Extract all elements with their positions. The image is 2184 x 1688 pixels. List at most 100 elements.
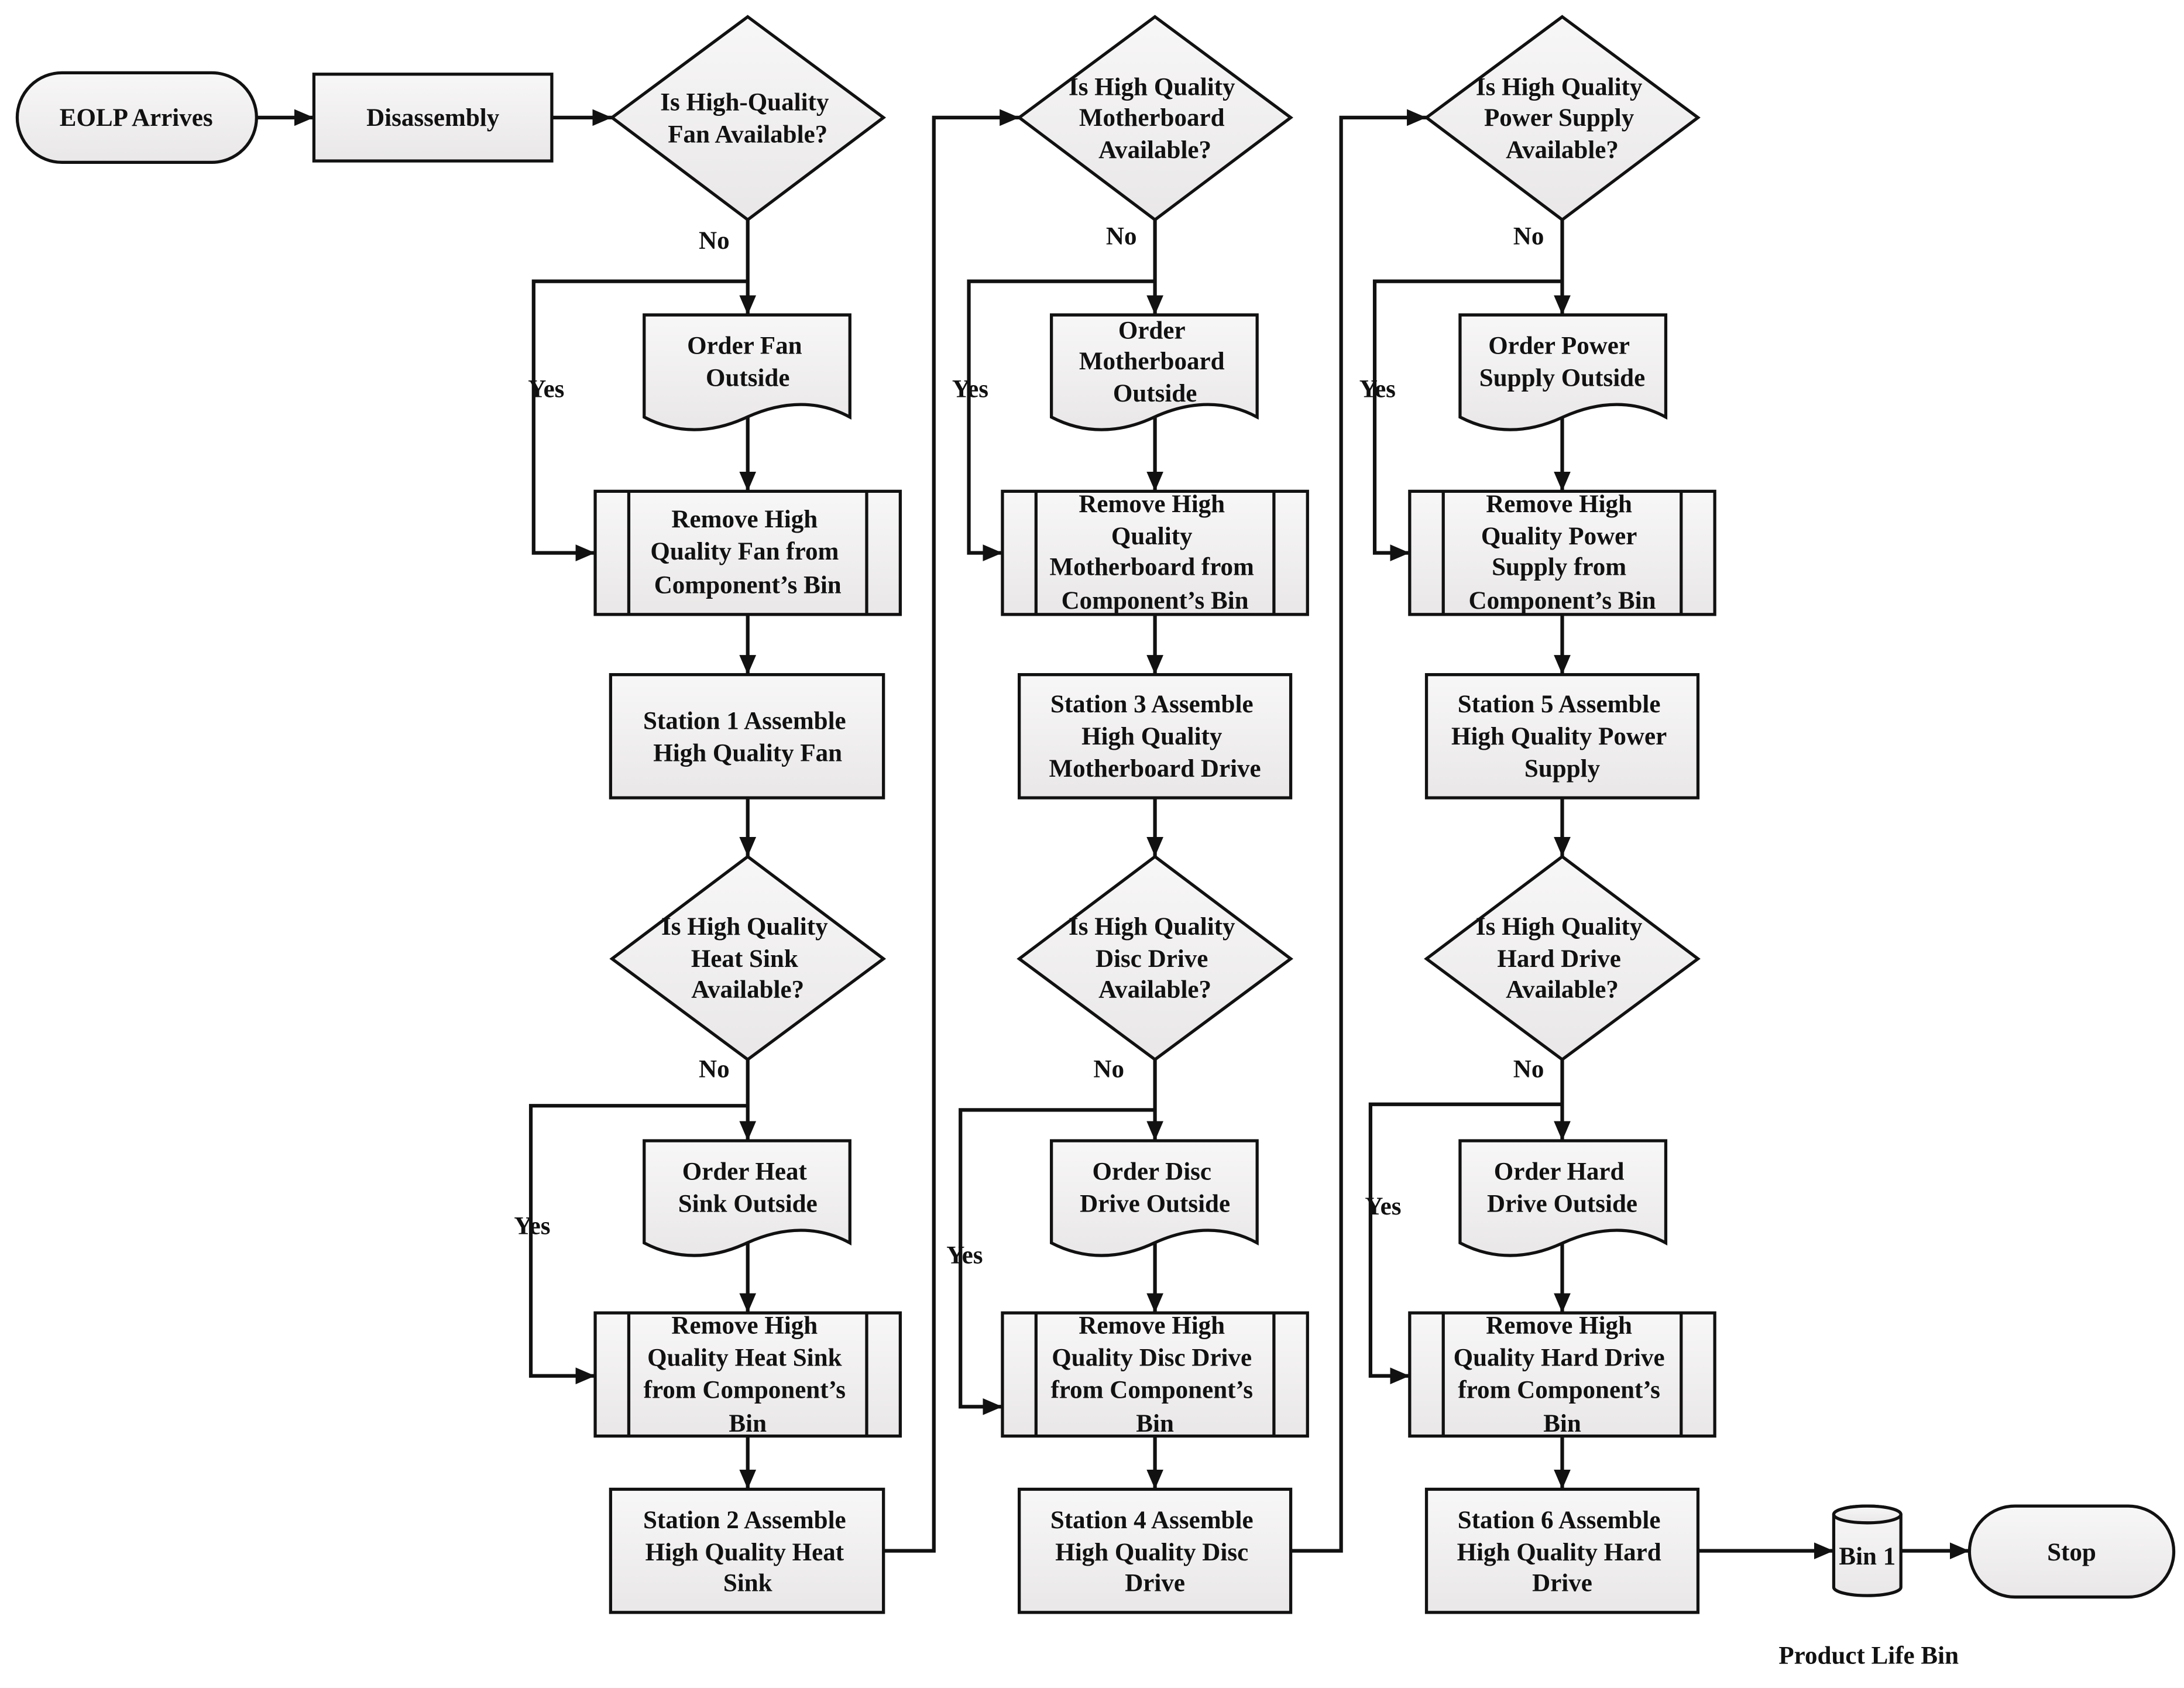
label-line: Order Power <box>1488 332 1630 359</box>
document-shape <box>1050 313 1259 431</box>
label-line: Supply <box>1524 754 1601 782</box>
label-line: Quality Hard Drive <box>1454 1344 1665 1371</box>
decision-diamond <box>1017 855 1293 1062</box>
power-supply-remove-predefined-process: Remove High Quality Power Supply from Co… <box>1408 489 1716 616</box>
predefined-process-shape <box>1408 1311 1716 1438</box>
label-line: Quality <box>1111 522 1193 550</box>
heat-sink-order-label: Order Heat Sink Outside <box>678 1158 818 1217</box>
station-5-process: Station 5 Assemble High Quality Power Su… <box>1424 673 1700 800</box>
station-4-process: Station 4 Assemble High Quality Disc Dri… <box>1018 1487 1293 1614</box>
no-label: No <box>1513 223 1544 251</box>
yes-branch-connector <box>1368 1102 1563 1385</box>
hard-drive-remove-predefined-process: Remove High Quality Hard Drive from Comp… <box>1408 1311 1716 1438</box>
decision-diamond <box>1424 15 1701 222</box>
label-line: Quality Disc Drive <box>1052 1344 1252 1371</box>
label-line: High Quality Power <box>1451 722 1667 750</box>
heat-sink-remove-label: Remove High Quality Heat Sink from Compo… <box>644 1312 852 1437</box>
stop-terminal: Stop <box>1967 1504 2176 1599</box>
label-line: Remove High <box>1486 1312 1632 1339</box>
document-shape <box>1458 313 1668 431</box>
label-line: Quality Fan from <box>650 538 839 565</box>
yes-branch-connector <box>967 279 1155 561</box>
bin-1-label: Bin 1 <box>1839 1543 1895 1570</box>
label-line: Component’s Bin <box>654 571 842 599</box>
fan-remove-predefined-process: Remove High Quality Fan from Component’s… <box>593 489 902 616</box>
bin-1-storage: Bin 1 <box>1832 1504 1903 1597</box>
decision-diamond <box>1424 855 1701 1062</box>
disassembly-label: Disassembly <box>366 104 500 131</box>
heat-sink-order-document: Order Heat Sink Outside <box>643 1139 851 1257</box>
motherboard-decision-label: Is High Quality Motherboard Available? <box>1069 73 1241 164</box>
motherboard-remove-label: Remove High Quality Motherboard from Com… <box>1050 490 1261 614</box>
connectors <box>256 109 1970 1559</box>
label-line: Drive Outside <box>1080 1190 1230 1217</box>
decision-diamond <box>1017 15 1293 222</box>
start-terminal-label: EOLP Arrives <box>60 104 213 131</box>
label-line: Supply from <box>1492 553 1626 581</box>
station-2-process: Station 2 Assemble High Quality Heat Sin… <box>609 1487 885 1614</box>
label-line: Remove High <box>1486 490 1632 517</box>
label-line: Outside <box>706 364 789 392</box>
label-line: Is High-Quality <box>660 88 829 116</box>
label-line: High Quality Fan <box>653 739 842 767</box>
predefined-process-shape <box>593 1311 902 1438</box>
label-line: Bin <box>1543 1410 1581 1437</box>
fan-order-document: Order Fan Outside <box>643 313 851 431</box>
disc-drive-order-document: Order Disc Drive Outside <box>1050 1139 1259 1257</box>
disc-drive-decision-label: Is High Quality Disc Drive Available? <box>1069 913 1241 1004</box>
motherboard-order-document: Order Motherboard Outside <box>1050 313 1259 431</box>
label-line: Available? <box>1098 976 1211 1003</box>
yes-label: Yes <box>952 375 988 403</box>
label-line: Available? <box>691 976 804 1003</box>
hard-drive-order-label: Order Hard Drive Outside <box>1487 1158 1637 1217</box>
yes-label: Yes <box>1365 1193 1401 1220</box>
hard-drive-decision-label: Is High Quality Hard Drive Available? <box>1476 913 1649 1004</box>
label-line: Sink Outside <box>678 1190 818 1217</box>
label-line: Remove High <box>1079 490 1225 517</box>
station-6-process: Station 6 Assemble High Quality Hard Dri… <box>1424 1487 1700 1614</box>
fan-decision-label: Is High-Quality Fan Available? <box>660 88 835 148</box>
column-link-connector <box>883 109 1019 1553</box>
power-supply-remove-label: Remove High Quality Power Supply from Co… <box>1468 490 1656 614</box>
column-link-connector <box>1290 109 1427 1553</box>
yes-branch-connector <box>959 1108 1155 1415</box>
predefined-process-shape <box>1408 489 1716 616</box>
label-line: Component’s Bin <box>1062 586 1249 614</box>
no-label: No <box>699 227 730 255</box>
motherboard-order-label: Order Motherboard Outside <box>1079 317 1231 407</box>
label-line: Station 1 Assemble <box>643 707 846 735</box>
label-line: Available? <box>1098 136 1211 163</box>
power-supply-order-label: Order Power Supply Outside <box>1479 332 1645 392</box>
hard-drive-decision: Is High Quality Hard Drive Available? <box>1424 855 1701 1062</box>
edge-labels: No Yes No Yes No Yes No Yes No Yes No Ye… <box>514 223 1544 1270</box>
label-line: Bin <box>729 1410 767 1437</box>
yes-branch-connector <box>531 279 748 561</box>
label-line: Drive <box>1125 1569 1185 1597</box>
no-label: No <box>1093 1056 1124 1083</box>
label-line: Remove High <box>671 506 818 533</box>
label-line: High Quality Disc <box>1055 1539 1248 1566</box>
label-line: Drive Outside <box>1487 1190 1637 1217</box>
fan-decision: Is High-Quality Fan Available? <box>609 15 887 222</box>
label-line: High Quality <box>1081 722 1223 750</box>
label-line: Station 2 Assemble <box>643 1507 846 1534</box>
label-line: EOLP Arrives <box>60 104 213 131</box>
label-line: Station 3 Assemble <box>1050 690 1254 718</box>
label-line: Stop <box>2047 1539 2096 1566</box>
label-line: Order <box>1118 317 1186 344</box>
yes-label: Yes <box>1359 375 1396 403</box>
cylinder-top <box>1832 1504 1903 1525</box>
label-line: from Component’s <box>1458 1376 1660 1404</box>
label-line: Drive <box>1532 1569 1592 1597</box>
terminal-shape <box>15 71 258 164</box>
label-line: Bin 1 <box>1839 1543 1895 1570</box>
disc-drive-decision: Is High Quality Disc Drive Available? <box>1017 855 1293 1062</box>
heat-sink-decision-label: Is High Quality Heat Sink Available? <box>661 913 834 1004</box>
document-shape <box>1050 1139 1259 1257</box>
label-line: Available? <box>1506 976 1619 1003</box>
label-line: High Quality Heat <box>645 1539 844 1566</box>
label-line: Heat Sink <box>691 945 798 973</box>
label-line: Quality Power <box>1481 522 1637 550</box>
predefined-process-shape <box>1001 1311 1309 1438</box>
